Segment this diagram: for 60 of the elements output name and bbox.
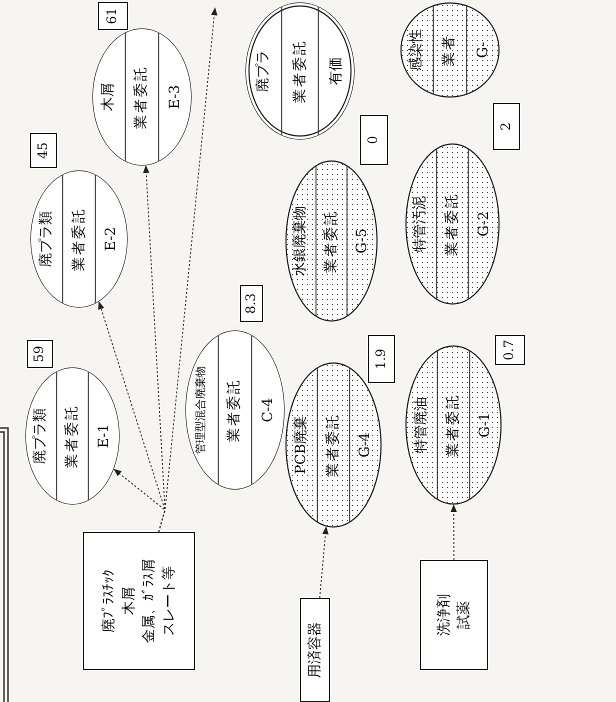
value-box: 2 [493, 103, 520, 150]
value-box: 45 [30, 133, 57, 168]
waste-oval [405, 345, 502, 505]
box-text: 木屑 [120, 587, 138, 615]
waste-code-text: E-3 [166, 84, 184, 110]
disposal-method-text: 業者委託 [443, 192, 461, 256]
text-box [83, 532, 195, 670]
disposal-method-text: 業者委託 [322, 209, 340, 273]
waste-oval [25, 367, 120, 505]
waste-category-text: 廃プラ類 [36, 211, 55, 267]
box-text: 試薬 [454, 601, 472, 629]
text-box [300, 598, 330, 702]
waste-code-text: G-1 [476, 412, 494, 438]
waste-category-text: 水銀廃棄物 [291, 206, 309, 276]
waste-code-text: G-4 [356, 432, 374, 458]
waste-code-text: E-2 [102, 226, 120, 252]
disposal-method-text: 業者委託 [290, 39, 308, 103]
value-box: 8.3 [240, 285, 263, 322]
waste-category-text: 廃プラ [254, 50, 272, 92]
box-text: スレート等 [160, 566, 178, 636]
double-oval [245, 2, 355, 140]
waste-code-text: C-4 [258, 398, 277, 422]
waste-code-text: E-1 [94, 424, 113, 448]
disposal-method-text: 業者委託 [225, 378, 244, 442]
waste-oval [400, 2, 500, 98]
waste-oval [92, 28, 192, 166]
dotted-arrow [319, 526, 329, 598]
waste-category-text: 管理型混合廃棄物 [193, 366, 208, 454]
disposal-method-text: 業者委託 [70, 207, 88, 271]
waste-code-text: 有価 [327, 57, 346, 85]
dotted-arrow [158, 7, 218, 532]
dotted-arrow [450, 504, 457, 560]
box-text: 洗浄剤 [434, 594, 452, 636]
waste-category-text: 木屑 [99, 83, 118, 111]
box-text: 用済容器 [306, 622, 324, 678]
waste-category-text: PCB廃棄 [292, 416, 310, 474]
waste-code-text: G-5 [353, 228, 371, 254]
waste-category-text: 感染性 [407, 29, 426, 71]
disposal-method-text: 業者委託 [132, 65, 150, 129]
value-box: 61 [98, 2, 128, 30]
value-box: 0 [360, 115, 388, 165]
value-box: 0.7 [495, 335, 525, 365]
value-box: 1.9 [368, 335, 395, 383]
waste-category-text: 特管廃油 [412, 397, 430, 453]
disposal-method-text: 業者 [440, 34, 458, 66]
disposal-method-text: 業者委託 [63, 404, 81, 468]
waste-oval [185, 330, 285, 490]
waste-code-text: G-2 [474, 211, 493, 237]
waste-oval [285, 160, 378, 322]
waste-category-text: 特管汚泥 [411, 196, 430, 252]
box-text: 廃ﾌﾟﾗｽﾁｯｸ [100, 570, 118, 632]
box-text: 金属、ｶﾞﾗｽ屑 [140, 559, 158, 643]
text-box [420, 560, 488, 670]
waste-oval [30, 170, 128, 308]
disposal-method-text: 業者委託 [444, 393, 462, 457]
value-box: 59 [27, 340, 53, 368]
waste-oval [405, 143, 500, 305]
waste-category-text: 廃プラ類 [31, 408, 50, 464]
waste-code-text: G- [474, 42, 492, 58]
disposal-method-text: 業者委託 [324, 413, 342, 477]
